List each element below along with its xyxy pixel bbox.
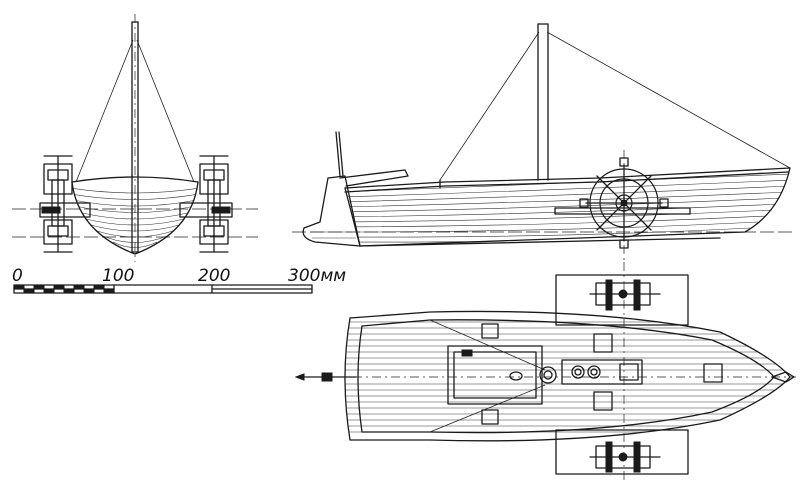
side-rigging xyxy=(439,31,791,181)
side-paddle-wheel xyxy=(554,150,691,262)
scale-label-0: 0 xyxy=(12,266,23,286)
top-fittings xyxy=(481,323,723,425)
scale-bar: 0 100 200 300мм xyxy=(12,266,346,294)
side-hull xyxy=(344,167,791,247)
top-paddle-box-lower xyxy=(555,429,689,475)
top-braces xyxy=(429,319,546,433)
side-rudder xyxy=(302,131,409,247)
front-view xyxy=(12,14,258,262)
scale-label-300: 300мм xyxy=(288,266,346,286)
top-cabin xyxy=(447,345,543,405)
front-right-paddle xyxy=(179,155,233,253)
front-left-paddle xyxy=(39,155,91,253)
scale-label-100: 100 xyxy=(102,266,134,286)
top-axes xyxy=(294,262,796,482)
top-view xyxy=(294,262,796,482)
top-paddle-box-upper xyxy=(555,274,689,326)
scale-label-200: 200 xyxy=(198,266,230,286)
side-view xyxy=(292,23,796,262)
side-mast xyxy=(537,23,549,181)
top-deck xyxy=(344,310,791,442)
front-shrouds xyxy=(75,39,195,183)
